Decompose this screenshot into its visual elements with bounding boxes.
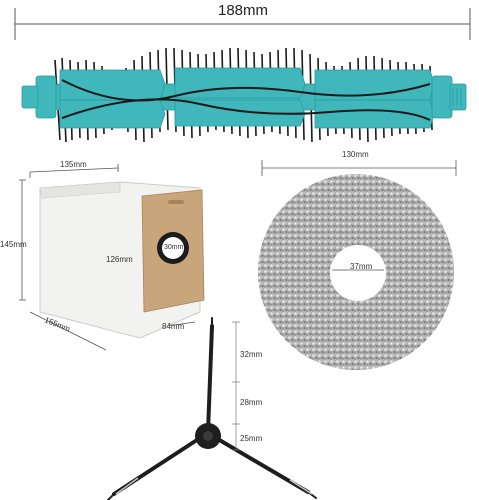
- side-brush-dimension-lines: [232, 321, 240, 451]
- mop-pad-hole-label: 37mm: [350, 262, 373, 271]
- side-brush-arm-label-3: 25mm: [240, 434, 263, 443]
- brush-teal-core: [54, 67, 436, 129]
- dust-bag-width-label: 135mm: [60, 160, 87, 169]
- brush-length-dimension-line: [14, 8, 471, 40]
- dust-bag-hole-label: 30mm: [164, 244, 184, 251]
- side-brush-arm-label-1: 32mm: [240, 350, 263, 359]
- mop-pad-center-hole: [330, 245, 386, 301]
- brush-length-label: 188mm: [218, 2, 269, 19]
- side-brush-bristle-tips: [115, 477, 313, 495]
- mop-pad-diameter-label: 130mm: [342, 150, 369, 159]
- dust-bag-card-height-label: 126mm: [106, 255, 133, 264]
- side-brush-arms: [107, 317, 317, 500]
- brush-left-end-cap: [21, 75, 57, 119]
- brush-right-end-cap: [431, 75, 467, 119]
- dust-bag-side: [39, 181, 121, 199]
- dust-bag-card-width-label: 84mm: [162, 322, 185, 331]
- mop-pad-dimension-line: [261, 160, 457, 176]
- side-brush-arm-label-2: 28mm: [240, 398, 263, 407]
- dust-bag-height-label: 145mm: [0, 240, 27, 249]
- brush-spiral-bristles: [61, 79, 431, 121]
